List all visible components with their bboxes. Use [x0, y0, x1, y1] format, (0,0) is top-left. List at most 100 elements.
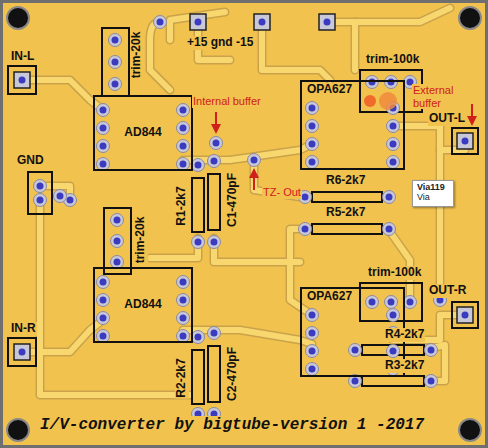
silkscreen-label: OUT-L	[428, 112, 466, 126]
terminal-outline	[28, 172, 52, 214]
round-pad	[349, 344, 362, 357]
pad-hole	[157, 19, 164, 26]
round-pad	[97, 330, 110, 343]
pad-hole	[100, 107, 107, 114]
terminal-outline	[452, 302, 478, 328]
round-pad	[425, 375, 438, 388]
silkscreen-label: trim-20k	[134, 216, 148, 265]
pad-hole	[213, 140, 220, 147]
callout-arrow	[253, 170, 255, 190]
part-name: AD844	[123, 298, 162, 312]
round-pad	[109, 34, 122, 47]
pad-hole	[112, 37, 119, 44]
terminal-outline	[452, 128, 478, 154]
pad-hole	[309, 159, 316, 166]
callout-arrow	[471, 104, 473, 124]
pad-hole	[180, 143, 187, 150]
pad-hole	[211, 158, 218, 165]
solder-pad	[306, 363, 319, 376]
solder-pad	[425, 375, 438, 388]
pad-hole	[352, 378, 359, 385]
part-name: OPA627	[306, 83, 353, 97]
copper-trace	[40, 200, 190, 395]
pad-hole	[112, 59, 119, 66]
round-pad	[192, 236, 205, 249]
round-pad	[54, 190, 67, 203]
pad-hole	[195, 239, 202, 246]
pad-hole	[428, 378, 435, 385]
solder-pad	[190, 14, 206, 30]
tooltip-text: Via119	[416, 182, 446, 192]
square-pad	[14, 344, 30, 360]
pad-hole	[309, 141, 316, 148]
solder-pad	[306, 156, 319, 169]
silkscreen-label: R5-2k7	[325, 206, 366, 220]
silkscreen-label: IN-R	[10, 322, 37, 336]
solder-pad	[387, 309, 400, 322]
round-pad	[306, 138, 319, 151]
pad-hole	[180, 315, 187, 322]
round-pad	[34, 180, 47, 193]
solder-pad	[192, 331, 205, 344]
solder-pad	[208, 327, 221, 340]
pad-hole	[302, 194, 309, 201]
pad-hole	[462, 312, 469, 319]
round-pad	[306, 120, 319, 133]
copper-trace	[150, 238, 198, 258]
trimmer-outline	[102, 28, 129, 96]
round-pad	[97, 140, 110, 153]
pad-hole	[309, 330, 316, 337]
callout-note: External buffer	[412, 84, 460, 109]
round-pad	[306, 327, 319, 340]
pad-hole	[57, 193, 64, 200]
solder-pad	[111, 235, 124, 248]
pad-hole	[180, 125, 187, 132]
round-pad	[97, 276, 110, 289]
solder-pad	[306, 102, 319, 115]
solder-pad	[385, 296, 398, 309]
resistor-symbol	[312, 224, 382, 234]
solder-pad	[457, 133, 473, 149]
resistor-symbol	[192, 178, 204, 232]
pad-hole	[195, 162, 202, 169]
pad-hole	[390, 159, 397, 166]
silkscreen-label: R3-2k7	[384, 359, 425, 373]
solder-pad	[14, 72, 30, 88]
solder-pad	[299, 223, 312, 236]
solder-pad	[254, 14, 270, 30]
pad-hole	[386, 226, 393, 233]
silkscreen-label: trim-100k	[367, 266, 422, 280]
pad-hole	[309, 348, 316, 355]
solder-pad	[385, 76, 398, 89]
ic-outline: AD844	[93, 267, 193, 343]
round-pad	[210, 137, 223, 150]
callout-arrow	[215, 112, 217, 132]
solder-pad	[177, 104, 190, 117]
pad-hole	[180, 107, 187, 114]
solder-pad	[366, 296, 379, 309]
pad-hole	[180, 279, 187, 286]
trace-outline	[355, 8, 450, 22]
pad-hole	[390, 312, 397, 319]
pad-hole	[112, 81, 119, 88]
callout-note: TZ- Out	[262, 186, 302, 199]
square-pad	[319, 14, 335, 30]
silkscreen-label: R2-2k7	[175, 357, 189, 398]
mounting-hole	[7, 7, 29, 29]
round-pad	[425, 344, 438, 357]
silkscreen-label: trim-100k	[365, 53, 420, 67]
copper-trace	[437, 150, 443, 300]
silkscreen-label: IN-L	[10, 50, 35, 64]
round-pad	[387, 345, 400, 358]
capacitor-symbol	[208, 174, 220, 230]
board-caption: I/V-converter by bigtube-version 1 -2017	[40, 416, 424, 434]
solder-pad	[248, 154, 261, 167]
solder-pad	[97, 312, 110, 325]
silkscreen-label: trim-20k	[130, 31, 144, 80]
solder-pad	[306, 138, 319, 151]
round-pad	[385, 296, 398, 309]
solder-pad	[177, 122, 190, 135]
trace-outline	[436, 150, 445, 300]
